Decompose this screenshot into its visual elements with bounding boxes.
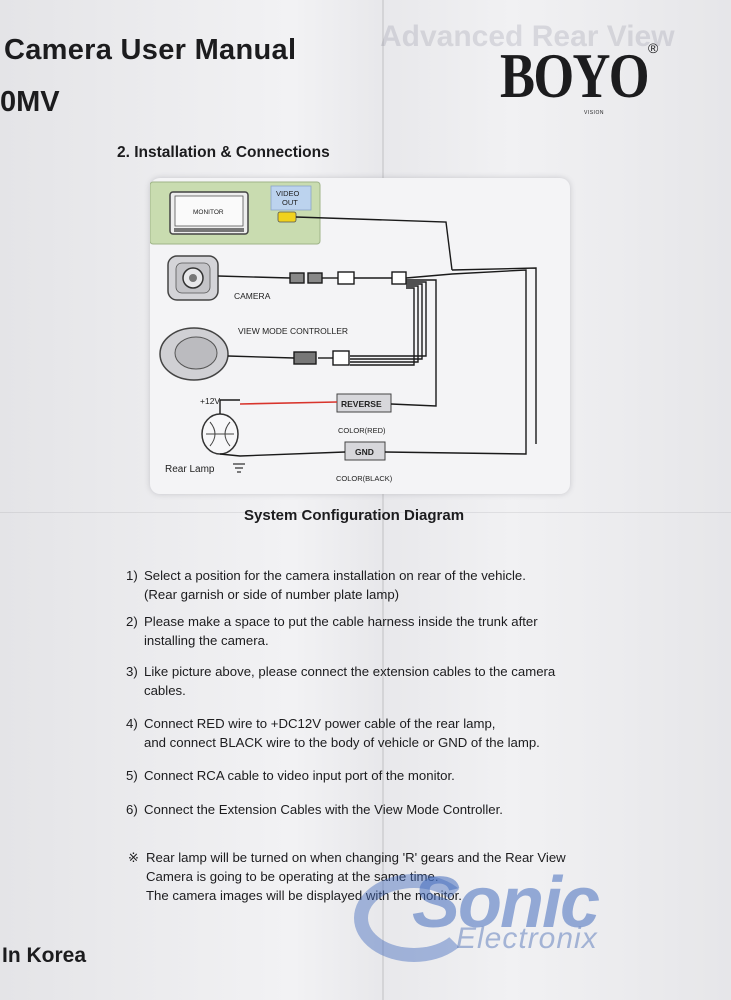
video-out-panel [270, 185, 312, 211]
plus12v-label: +12V [200, 396, 220, 406]
wiring [217, 216, 537, 457]
page-fold-vertical [382, 0, 384, 1000]
ground-symbol [233, 463, 245, 473]
step-text: Select a position for the camera install… [144, 568, 526, 583]
video-out-label-1: VIDEO [276, 189, 300, 198]
step-number: 6) [126, 802, 138, 817]
step-text: installing the camera. [144, 633, 269, 648]
step-number: 2) [126, 614, 138, 629]
step-text: Connect RED wire to +DC12V power cable o… [144, 716, 496, 731]
system-configuration-diagram: MONITOR VIDEO OUT CAMERA VIEW MODE CONTR… [150, 181, 537, 483]
step-text: (Rear garnish or side of number plate la… [144, 587, 400, 602]
step-2: 2) Please make a space to put the cable h… [126, 612, 538, 650]
video-out-label-2: OUT [282, 198, 298, 207]
step-text: cables. [144, 683, 186, 698]
reverse-label: REVERSE [341, 399, 382, 409]
step-1: 1) Select a position for the camera insta… [126, 566, 526, 604]
step-number: 5) [126, 768, 138, 783]
note-text: Camera is going to be operating at the s… [146, 869, 439, 884]
step-5: 5) Connect RCA cable to video input port … [126, 766, 455, 785]
step-6: 6) Connect the Extension Cables with the … [126, 800, 503, 819]
step-number: 4) [126, 716, 138, 731]
gnd-label: GND [355, 447, 374, 457]
watermark-electronix: Electronix [456, 922, 598, 955]
gnd-terminal [344, 441, 386, 461]
bleed-through-specs [60, 130, 65, 164]
step-text: Like picture above, please connect the e… [144, 664, 556, 679]
registered-mark: ® [648, 40, 659, 56]
step-text: Connect RCA cable to video input port of… [144, 768, 455, 783]
red-power-wire [239, 401, 338, 405]
view-mode-controller-label: VIEW MODE CONTROLLER [238, 326, 348, 336]
step-text: Connect the Extension Cables with the Vi… [144, 802, 503, 817]
page-fold-horizontal [0, 512, 731, 513]
color-black-label: COLOR(BLACK) [336, 474, 393, 483]
reverse-terminal [336, 393, 392, 413]
step-number: 3) [126, 664, 138, 679]
model-suffix: 0MV [0, 86, 60, 118]
bleed-through-heading: Advanced Rear View [380, 20, 675, 53]
step-3: 3) Like picture above, please connect the… [126, 662, 555, 700]
watermark-sonic: Sonic [412, 863, 600, 943]
monitor-buttons [174, 228, 244, 232]
view-mode-controller-knob [174, 336, 218, 370]
rear-lamp-filament [206, 421, 234, 447]
brand-sub: VISION [584, 110, 604, 116]
rca-plug-icon [277, 211, 297, 223]
step-text: Please make a space to put the cable har… [144, 614, 538, 629]
brand-logo: BOYO [500, 40, 650, 111]
step-4: 4) Connect RED wire to +DC12V power cable… [126, 714, 540, 752]
color-red-label: COLOR(RED) [338, 426, 386, 435]
section-title: 2. Installation & Connections [117, 144, 330, 161]
note-symbol: ※ [128, 850, 140, 865]
diagram-caption: System Configuration Diagram [244, 507, 465, 524]
monitor-screen [174, 195, 244, 227]
camera-label: CAMERA [234, 291, 271, 301]
step-text: and connect BLACK wire to the body of ve… [144, 735, 540, 750]
step-number: 1) [126, 568, 138, 583]
page-title: Camera User Manual [4, 34, 297, 66]
origin-footer: In Korea [2, 944, 87, 967]
rear-lamp-label: Rear Lamp [165, 464, 215, 475]
monitor-label: MONITOR [193, 209, 224, 216]
camera-lens-core [189, 274, 197, 282]
note-text: Rear lamp will be turned on when changin… [146, 850, 566, 865]
